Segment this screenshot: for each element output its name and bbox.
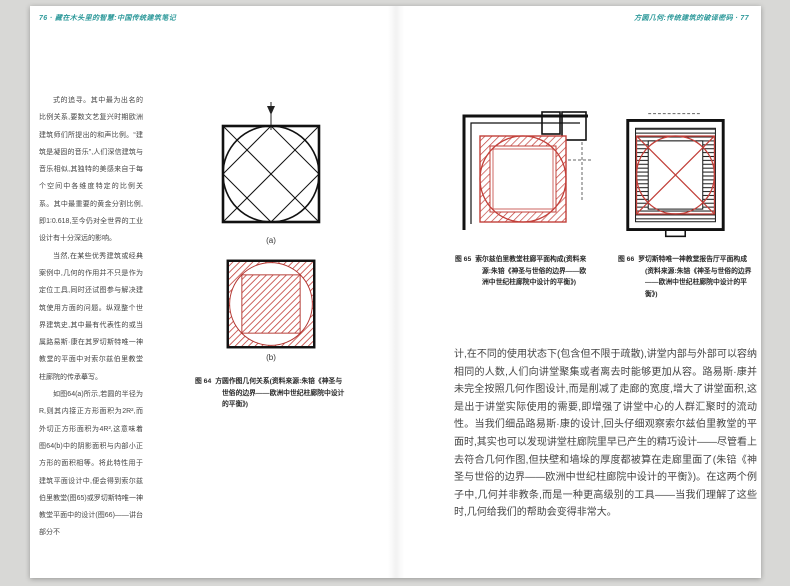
figure-65 bbox=[455, 108, 597, 238]
paragraph: 式的追寻。其中最为出名的比例关系,要数文艺复兴时期欧洲建筑师们所提出的和声比例。… bbox=[39, 97, 143, 243]
page-gutter bbox=[387, 6, 404, 578]
figure-64a-label: (a) bbox=[266, 236, 276, 245]
salisbury-cloister-plan bbox=[462, 111, 592, 230]
figure-64b-wrap: (b) bbox=[182, 257, 360, 362]
left-page-header-text: 76 · 藏在木头里的智慧:中国传统建筑笔记 bbox=[39, 15, 177, 22]
figure-65-number: 图 65 bbox=[455, 256, 472, 263]
figure-65-caption-text: 索尔兹伯里教堂柱廊平面构成(资料来源:朱锫《神圣与世俗的边界——欧洲中世纪柱廊院… bbox=[475, 256, 587, 287]
running-header-right: 方圆几何:传统建筑的破译密码 · 77 bbox=[634, 13, 749, 23]
paragraph: 如图64(a)所示,若圆的半径为R,则其内接正方形面积为2R²,而外切正方形面积… bbox=[39, 391, 143, 537]
figure-64b-label: (b) bbox=[266, 353, 276, 362]
shaded-square-circle-diagram bbox=[226, 259, 316, 349]
right-text-column: 计,在不同的使用状态下(包含但不限于疏散),讲堂内部与外部可以容纳相同的人数,人… bbox=[454, 346, 757, 522]
figure-64-caption-text: 方圆作图几何关系(资料来源:朱锫《神圣与世俗的边界——欧洲中世纪柱廊院中设计的平… bbox=[215, 378, 345, 409]
rochester-church-plan bbox=[626, 113, 725, 238]
figure-66-number: 图 66 bbox=[618, 256, 635, 263]
paragraph: 计,在不同的使用状态下(包含但不限于疏散),讲堂内部与外部可以容纳相同的人数,人… bbox=[454, 349, 757, 519]
figure-66 bbox=[618, 108, 732, 242]
book-spread: 76 · 藏在木头里的智慧:中国传统建筑笔记 方圆几何:传统建筑的破译密码 · … bbox=[30, 6, 761, 578]
paragraph: 当然,在某些优秀建筑或经典案例中,几何的作用并不只是作为定位工具,同时还试图参与… bbox=[39, 252, 143, 381]
square-circle-construction-diagram bbox=[221, 102, 321, 224]
figure-66-caption-text: 罗切斯特唯一神教堂报告厅平面构成(资料来源:朱锫《神圣与世俗的边界——欧洲中世纪… bbox=[638, 256, 752, 298]
figure-64-number: 图 64 bbox=[195, 378, 212, 385]
running-header-left: 76 · 藏在木头里的智慧:中国传统建筑笔记 bbox=[39, 13, 176, 23]
left-text-column: 式的追寻。其中最为出名的比例关系,要数文艺复兴时期欧洲建筑师们所提出的和声比例。… bbox=[39, 92, 143, 542]
right-page-header-text: 方圆几何:传统建筑的破译密码 · 77 bbox=[634, 15, 749, 22]
